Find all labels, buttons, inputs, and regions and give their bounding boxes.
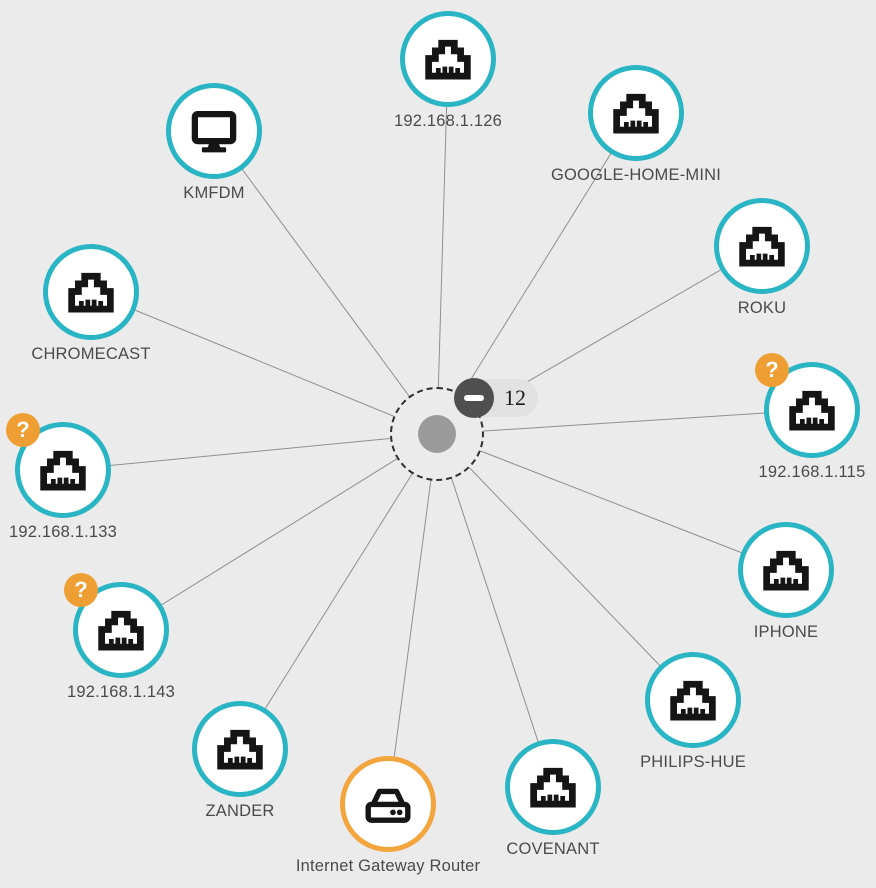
device-node-chromecast[interactable]: CHROMECAST bbox=[31, 244, 150, 363]
question-badge-icon: ? bbox=[6, 413, 40, 447]
device-circle bbox=[166, 83, 262, 179]
device-circle bbox=[588, 65, 684, 161]
router-icon bbox=[365, 788, 411, 823]
device-label: KMFDM bbox=[183, 184, 245, 202]
link-line bbox=[436, 433, 554, 788]
device-label: CHROMECAST bbox=[31, 345, 151, 363]
ethernet-port-icon bbox=[217, 729, 263, 770]
device-label: 192.168.1.126 bbox=[393, 112, 503, 130]
device-circle bbox=[192, 701, 288, 797]
device-circle bbox=[645, 652, 741, 748]
ethernet-port-icon bbox=[425, 39, 471, 80]
device-node-covenant[interactable]: COVENANT bbox=[505, 739, 601, 858]
ethernet-port-icon bbox=[98, 610, 144, 651]
link-line bbox=[436, 58, 449, 435]
link-line bbox=[239, 433, 438, 750]
device-label: 192.168.1.115 bbox=[758, 463, 866, 481]
device-label: ZANDER bbox=[205, 802, 275, 820]
ethernet-port-icon bbox=[789, 390, 835, 431]
device-circle bbox=[340, 756, 436, 852]
hub-dot-icon bbox=[418, 415, 456, 453]
question-badge-icon: ? bbox=[755, 353, 789, 387]
link-line bbox=[387, 433, 438, 805]
device-label: IPHONE bbox=[753, 623, 819, 641]
ethernet-port-icon bbox=[40, 450, 86, 491]
device-node-philips-hue[interactable]: PHILIPS-HUE bbox=[640, 652, 746, 771]
device-node-192-168-1-133[interactable]: ? 192.168.1.133 bbox=[6, 413, 117, 541]
device-label: 192.168.1.143 bbox=[66, 683, 176, 701]
device-node-google-home-mini[interactable]: GOOGLE-HOME-MINI bbox=[551, 65, 721, 184]
question-badge-icon: ? bbox=[64, 573, 98, 607]
link-line bbox=[436, 433, 787, 571]
link-line bbox=[120, 433, 438, 631]
link-line bbox=[90, 291, 438, 435]
device-node-192-168-1-126[interactable]: 192.168.1.126 bbox=[394, 11, 502, 130]
device-node-internet-gateway-router[interactable]: Internet Gateway Router bbox=[296, 756, 480, 875]
device-node-iphone[interactable]: IPHONE bbox=[738, 522, 834, 641]
monitor-icon bbox=[191, 110, 237, 153]
link-line bbox=[62, 433, 438, 471]
device-label: PHILIPS-HUE bbox=[640, 753, 746, 771]
ethernet-port-icon bbox=[739, 226, 785, 267]
device-circle bbox=[43, 244, 139, 340]
device-circle bbox=[738, 522, 834, 618]
device-label: Internet Gateway Router bbox=[295, 857, 481, 875]
device-label: COVENANT bbox=[506, 840, 600, 858]
device-node-roku[interactable]: ROKU bbox=[714, 198, 810, 317]
device-node-192-168-1-143[interactable]: ? 192.168.1.143 bbox=[64, 573, 175, 701]
ethernet-port-icon bbox=[530, 767, 576, 808]
device-count: 12 bbox=[504, 385, 526, 410]
link-line bbox=[213, 130, 438, 435]
device-label: GOOGLE-HOME-MINI bbox=[550, 166, 722, 184]
ethernet-port-icon bbox=[763, 550, 809, 591]
device-node-192-168-1-115[interactable]: ? 192.168.1.115 bbox=[755, 353, 865, 481]
ethernet-port-icon bbox=[613, 93, 659, 134]
minus-icon bbox=[464, 395, 484, 401]
device-node-kmfdm[interactable]: KMFDM bbox=[166, 83, 262, 202]
link-line bbox=[436, 409, 813, 435]
ethernet-port-icon bbox=[68, 272, 114, 313]
device-circle bbox=[400, 11, 496, 107]
device-label: 192.168.1.133 bbox=[8, 523, 118, 541]
device-label: ROKU bbox=[737, 299, 787, 317]
ethernet-port-icon bbox=[670, 680, 716, 721]
collapse-button[interactable] bbox=[454, 378, 494, 418]
link-line bbox=[436, 433, 694, 701]
device-circle bbox=[714, 198, 810, 294]
device-circle bbox=[505, 739, 601, 835]
hub-node[interactable] bbox=[390, 387, 484, 481]
device-node-zander[interactable]: ZANDER bbox=[192, 701, 288, 820]
